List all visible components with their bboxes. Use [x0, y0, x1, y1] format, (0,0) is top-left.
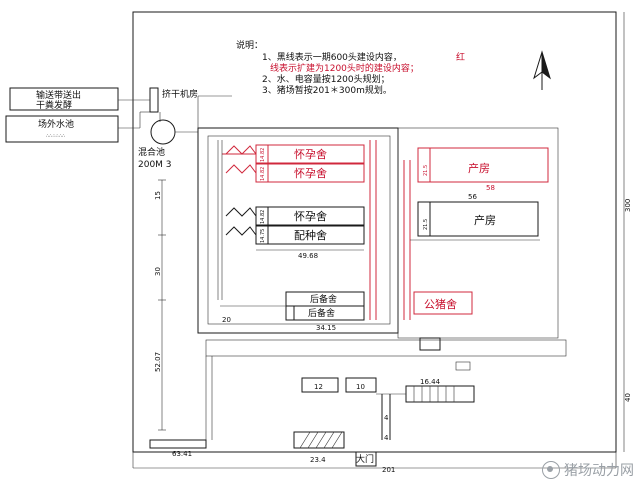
wechat-icon — [542, 461, 560, 479]
notes-line-2: 线表示扩建为1200头时的建设内容； — [270, 62, 419, 74]
dim-12: 12 — [314, 383, 323, 391]
dorm-row — [293, 431, 345, 449]
barn-boar: 公猪舍 — [413, 291, 473, 315]
dim-21-5-a: 21.5 — [423, 165, 429, 176]
service-zone — [205, 339, 567, 357]
barn-pregnant-2-label: 怀孕舍 — [294, 166, 327, 180]
barn-boar-label: 公猪舍 — [424, 297, 457, 311]
notes-title: 说明： — [236, 39, 263, 51]
small-building-a — [419, 337, 441, 351]
water-pool-label: 场外水池 — [38, 118, 74, 130]
dim-49-68: 49.68 — [298, 252, 318, 260]
dim-14-82-b: 14.82 — [260, 167, 266, 181]
production-zone-inner — [207, 135, 391, 325]
notes-line-4: 3、猪场暂按201＊300m规划。 — [262, 84, 392, 96]
notes-line-1-red: 红 — [456, 51, 465, 63]
barn-reserve: 后备舍 后备舍 — [220, 291, 365, 321]
press-room-box — [149, 87, 159, 113]
dim-40: 40 — [624, 393, 632, 402]
mixing-tank-size: 200M 3 — [138, 160, 172, 170]
dim-23-4: 23.4 — [310, 456, 326, 464]
barn-breeding: 配种舍 14.75 — [225, 225, 365, 245]
gate-label: 大门 — [356, 453, 374, 465]
building-16-44 — [405, 385, 475, 403]
farrowing-zone — [397, 127, 559, 339]
dim-21-5-b: 21.5 — [423, 219, 429, 230]
dim-15: 15 — [154, 191, 162, 200]
dim-30: 30 — [154, 267, 162, 276]
mixing-tank-label: 混合池 — [138, 146, 165, 158]
notes-block: 说明： 1、黑线表示一期600头建设内容， 红 线表示扩建为1200头时的建设内… — [236, 39, 465, 96]
dim-14-82-a: 14.82 — [260, 148, 266, 162]
dim-16-44: 16.44 — [420, 378, 441, 386]
dim-201: 201 — [382, 466, 395, 474]
barn-reserve-1-label: 后备舍 — [310, 293, 337, 305]
barn-pregnant-1-label: 怀孕舍 — [294, 147, 327, 161]
water-dots: ∴∴∴∴∴∴ — [46, 133, 65, 139]
water-pool-box — [5, 115, 119, 143]
dim-58: 58 — [486, 184, 495, 192]
press-room-label: 挤干机房 — [162, 88, 198, 100]
dim-10: 10 — [356, 383, 365, 391]
watermark-text: 猪场动力网 — [564, 463, 634, 479]
barn-pregnant-2: 怀孕舍 14.82 — [225, 163, 365, 183]
barn-pregnant-1: 怀孕舍 14.82 — [222, 144, 365, 164]
notes-line-1: 1、黑线表示一期600头建设内容， — [262, 51, 402, 63]
barn-farrow-2: 产房 21.5 56 — [417, 193, 539, 237]
dim-14-75: 14.75 — [260, 229, 266, 243]
conveyor-label: 输送带送出 — [36, 89, 81, 101]
building-16-44-stripes — [413, 386, 455, 402]
conveyor-box — [9, 87, 119, 111]
dim-14-82-c: 14.82 — [260, 210, 266, 224]
small-building-b — [455, 361, 471, 371]
dim-4-b: 4 — [384, 434, 389, 442]
office-box-12 — [301, 377, 339, 393]
barn-pregnant-3-label: 怀孕舍 — [294, 209, 327, 223]
dim-4-a: 4 — [384, 414, 389, 422]
barn-farrow-1: 产房 21.5 58 — [417, 147, 549, 192]
mixing-tank — [150, 119, 176, 145]
dim-34-15: 34.15 — [316, 324, 336, 332]
dim-300: 300 — [624, 199, 632, 212]
dim-63-41: 63.41 — [172, 450, 192, 458]
gate-box — [355, 451, 377, 467]
north-arrow-icon — [533, 50, 551, 90]
watermark: 猪场动力网 — [542, 460, 634, 480]
notes-line-3: 2、水、电容量按1200头规划； — [262, 73, 390, 85]
office-box-10 — [345, 377, 377, 393]
barn-farrow-2-label: 产房 — [474, 213, 496, 227]
barn-farrow-1-label: 产房 — [468, 161, 490, 175]
conveyor-label-2: 干粪发酵 — [36, 99, 72, 111]
dim-56: 56 — [468, 193, 477, 201]
dim-20-a: 20 — [222, 316, 231, 324]
barn-pregnant-3: 怀孕舍 14.82 — [225, 206, 365, 226]
dim-52: 52.07 — [154, 352, 162, 372]
barn-reserve-2-label: 后备舍 — [308, 307, 335, 319]
barn-breeding-label: 配种舍 — [294, 228, 327, 242]
bottom-left-building — [149, 439, 207, 449]
